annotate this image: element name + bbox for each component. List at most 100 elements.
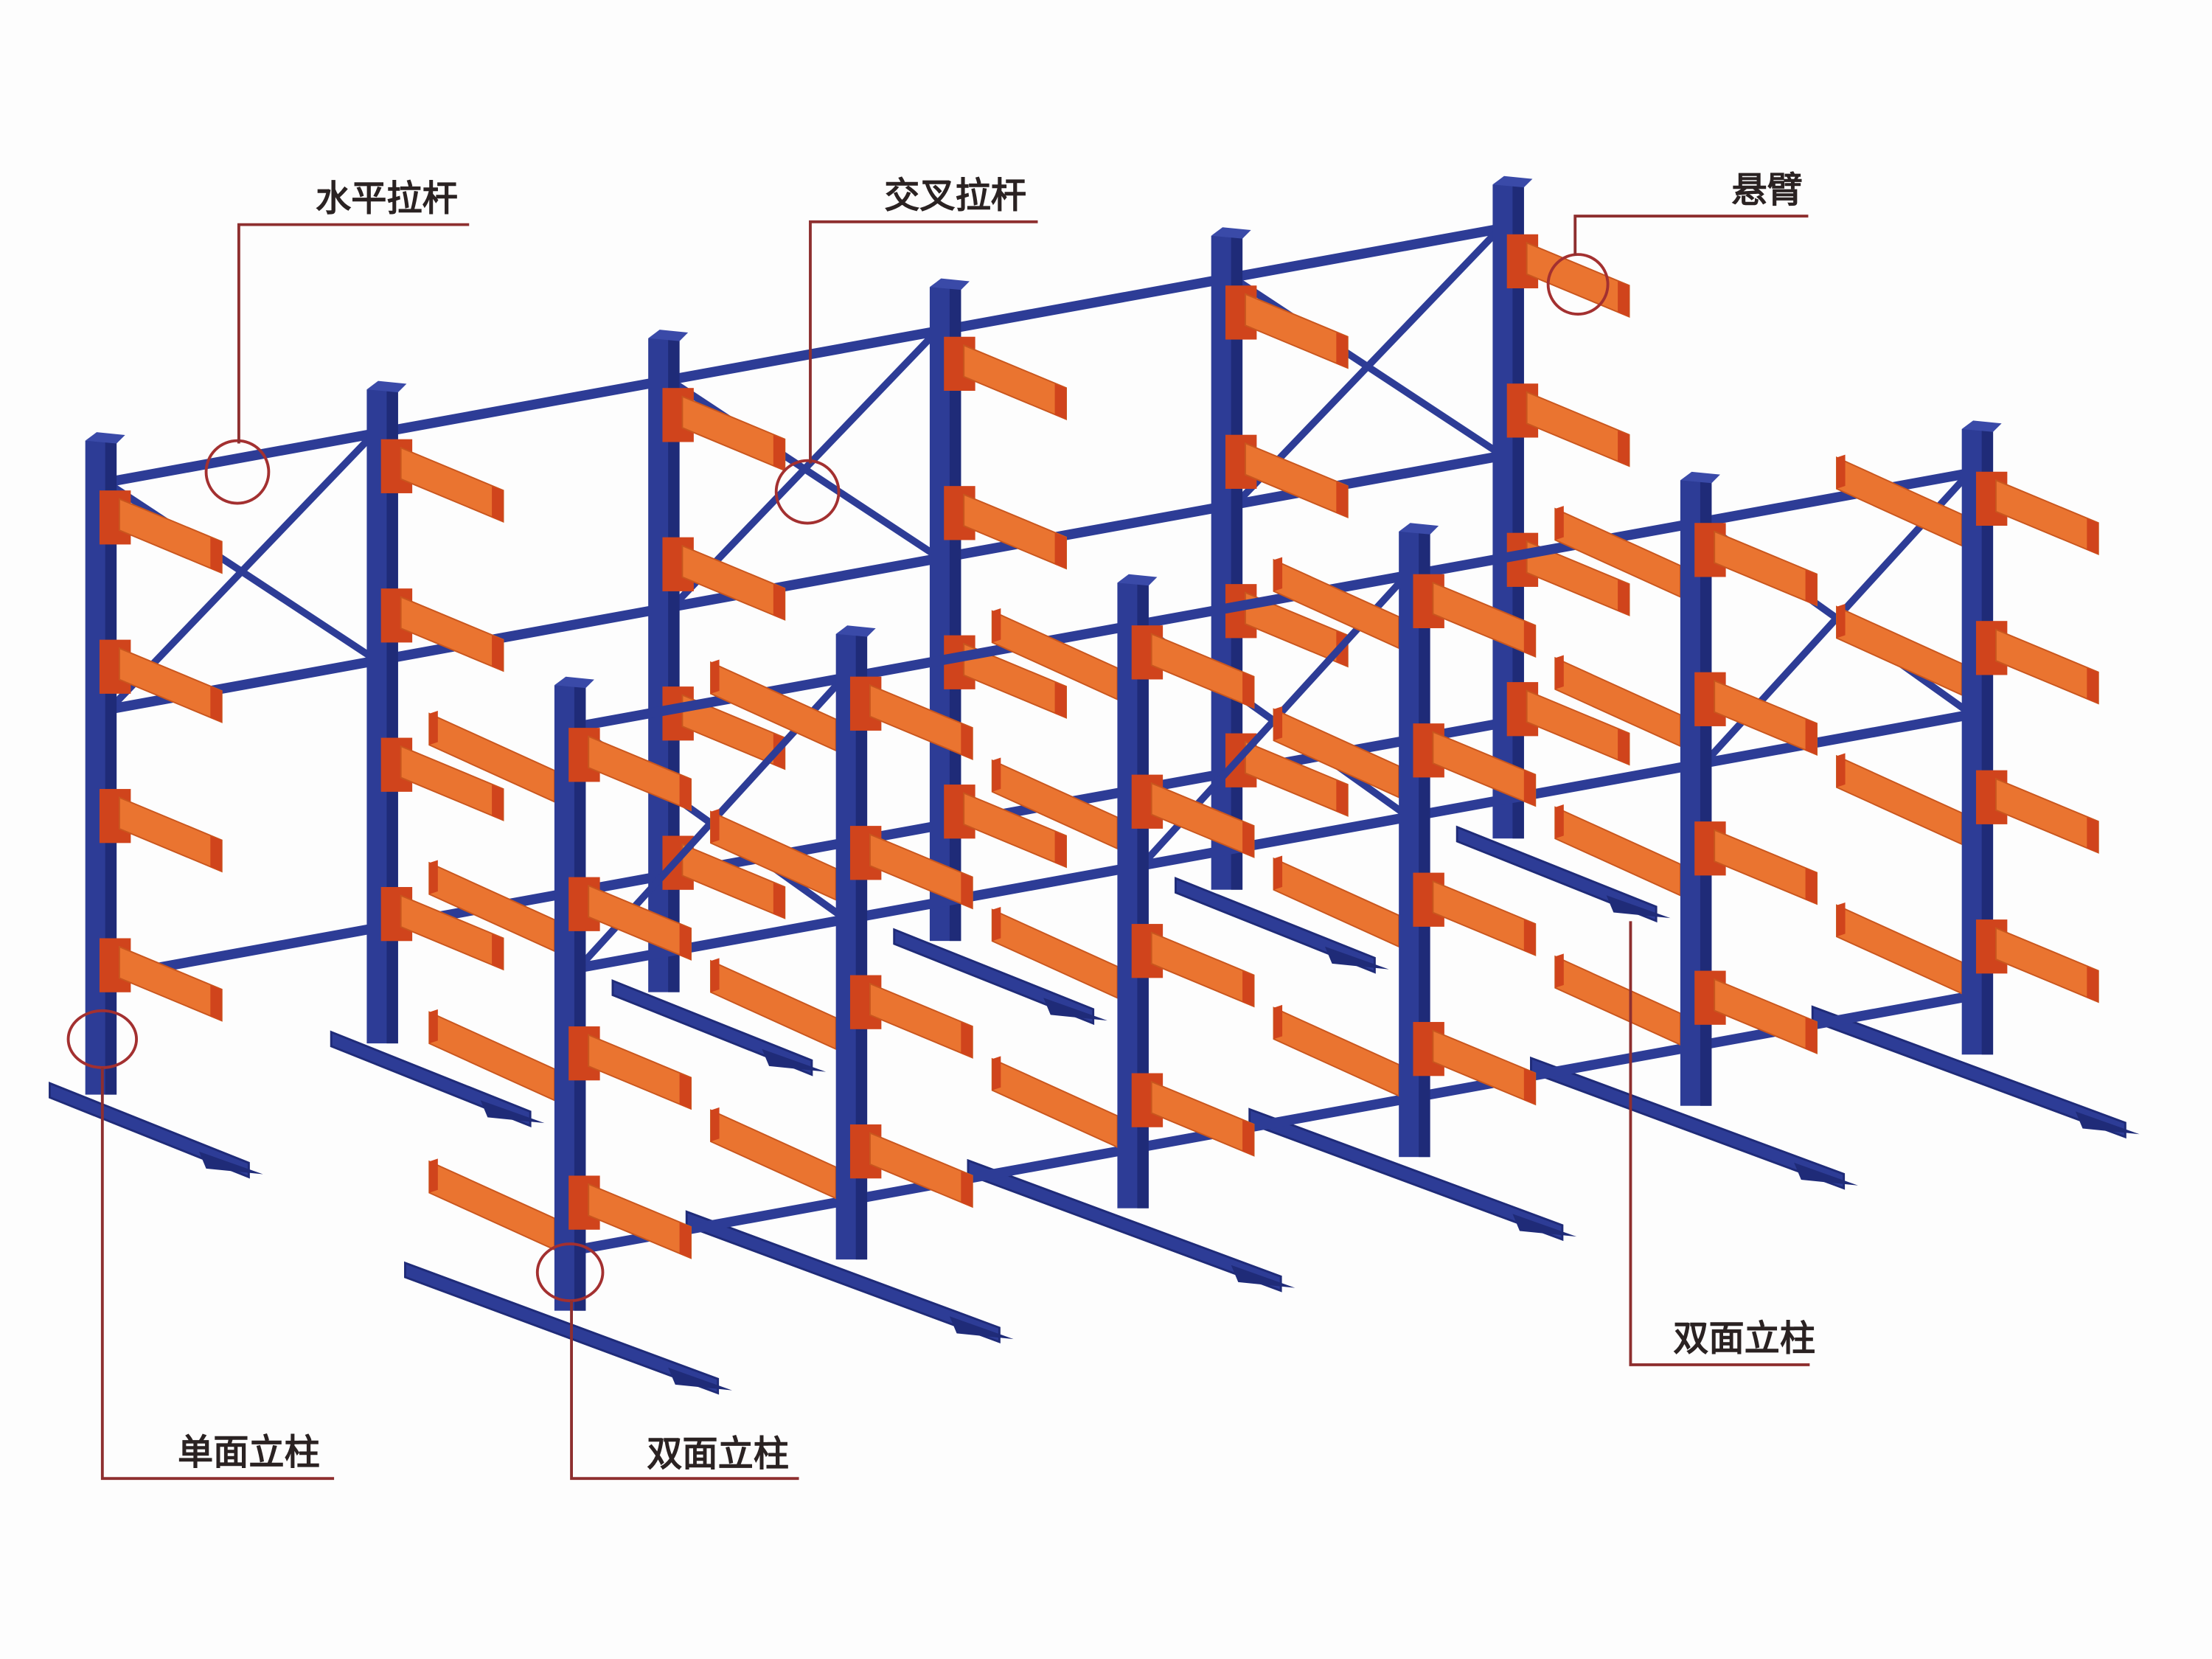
arm-end-cap: [1523, 621, 1536, 657]
column-base-foot: [1175, 877, 1376, 974]
arm-end-cap: [1837, 454, 1846, 489]
arm-end-cap: [1054, 532, 1067, 568]
arm-end-cap: [773, 584, 785, 620]
column-top-cap: [1211, 227, 1251, 239]
highlight-ring: [1546, 253, 1610, 316]
callout-double-sided-column-front: 双面立柱: [535, 1242, 799, 1481]
foot-plate: [1231, 1265, 1295, 1288]
arm-end-cap: [679, 1073, 692, 1109]
arm-end-cap: [1837, 604, 1846, 639]
column-base-foot: [1530, 1056, 1846, 1190]
foot-plate: [1606, 895, 1671, 919]
column-top-cap: [1117, 574, 1158, 586]
arm-end-cap: [711, 1107, 720, 1142]
arm-end-cap: [1555, 506, 1564, 540]
column-side-shade: [1231, 235, 1243, 890]
arm-end-cap: [711, 958, 720, 992]
arm-end-cap: [210, 985, 222, 1021]
column-side-shade: [668, 338, 680, 992]
arm-end-cap: [1805, 1018, 1818, 1054]
arm-end-cap: [992, 608, 1001, 643]
arm-end-cap: [2087, 667, 2098, 704]
label-cross-brace: 交叉拉杆: [884, 175, 1026, 216]
arm-end-cap: [1273, 557, 1283, 591]
arm-end-cap: [2087, 966, 2098, 1002]
column-top-cap: [1492, 175, 1533, 188]
arm-end-cap: [679, 924, 692, 960]
arm-end-cap: [1273, 706, 1283, 741]
arm-end-cap: [679, 1222, 692, 1259]
arm-end-cap: [2087, 518, 2098, 554]
column-base-foot: [330, 1030, 532, 1128]
leader-line: [809, 220, 1038, 464]
back-rack-single-sided: [49, 175, 1671, 1179]
arm-end-cap: [961, 723, 973, 759]
column-side-shade: [949, 287, 961, 942]
arm-end-cap: [1837, 753, 1846, 787]
column-base-foot: [1811, 1005, 2126, 1139]
leader-line: [1573, 215, 1809, 257]
column-base-foot: [404, 1261, 720, 1395]
arm-end-cap: [992, 906, 1001, 942]
leader-line: [570, 1301, 799, 1481]
arm-end-cap: [1336, 780, 1348, 816]
arm-end-cap: [773, 434, 785, 471]
arm-end-cap: [1555, 804, 1564, 839]
horizontal-brace-rod: [565, 990, 1983, 1256]
arm-end-cap: [1805, 868, 1818, 904]
column-side-shade: [1700, 480, 1712, 1106]
label-horizontal-brace: 水平拉杆: [316, 178, 458, 219]
arm-end-cap: [210, 835, 222, 872]
arm-end-cap: [1242, 821, 1254, 858]
horizontal-brace-rod: [565, 708, 1983, 975]
foot-plate: [1512, 1214, 1577, 1237]
arm-end-cap: [992, 757, 1001, 792]
column-top-cap: [85, 432, 125, 444]
arm-end-cap: [492, 635, 504, 671]
leader-line: [1629, 921, 1810, 1366]
column-top-cap: [1680, 471, 1720, 484]
arm-end-cap: [711, 659, 720, 694]
arm-end-cap: [1054, 831, 1067, 867]
arm-end-cap: [961, 1171, 973, 1207]
column-side-shade: [574, 685, 586, 1311]
column-top-cap: [554, 676, 594, 689]
arm-end-cap: [1054, 682, 1067, 718]
label-single-sided-column: 单面立柱: [178, 1432, 320, 1473]
column-base-foot: [1455, 825, 1658, 923]
highlight-ring: [774, 459, 841, 525]
horizontal-brace-rod: [96, 449, 1514, 716]
arm-end-cap: [1805, 569, 1818, 606]
column-base-foot: [49, 1082, 250, 1179]
arm-end-cap: [1523, 1068, 1536, 1105]
arm-end-cap: [1242, 672, 1254, 709]
arm-end-cap: [1273, 855, 1283, 890]
arm-end-cap: [1837, 902, 1846, 937]
label-cantilever-arm: 悬臂: [1731, 170, 1802, 211]
arm-end-cap: [711, 808, 720, 844]
arm-end-cap: [961, 1022, 973, 1058]
callout-single-sided-column: 单面立柱: [66, 1009, 335, 1481]
column-side-shade: [386, 389, 398, 1044]
callout-cantilever-arm: 悬臂: [1546, 170, 1809, 316]
foot-plate: [198, 1151, 263, 1175]
arm-end-cap: [210, 537, 222, 573]
arm-end-cap: [1523, 919, 1536, 956]
horizontal-brace-rod: [565, 467, 1983, 733]
arm-end-cap: [492, 785, 504, 821]
arm-end-cap: [1336, 481, 1348, 518]
arm-end-cap: [1618, 728, 1630, 765]
arm-end-cap: [992, 1056, 1001, 1091]
column-side-shade: [1419, 531, 1430, 1158]
column-side-shade: [1512, 184, 1524, 839]
arm-end-cap: [1336, 332, 1348, 369]
front-rack-double-sided: [404, 420, 2140, 1395]
callout-cross-brace: 交叉拉杆: [774, 175, 1038, 525]
arm-end-cap: [1523, 770, 1536, 806]
foot-plate: [1794, 1162, 1858, 1186]
callout-double-sided-column-right: 双面立柱: [1629, 921, 1815, 1366]
arm-end-cap: [1805, 719, 1818, 755]
label-double-sided-column-front: 双面立柱: [647, 1433, 789, 1475]
column-side-shade: [1137, 582, 1149, 1208]
column-top-cap: [1399, 523, 1439, 535]
